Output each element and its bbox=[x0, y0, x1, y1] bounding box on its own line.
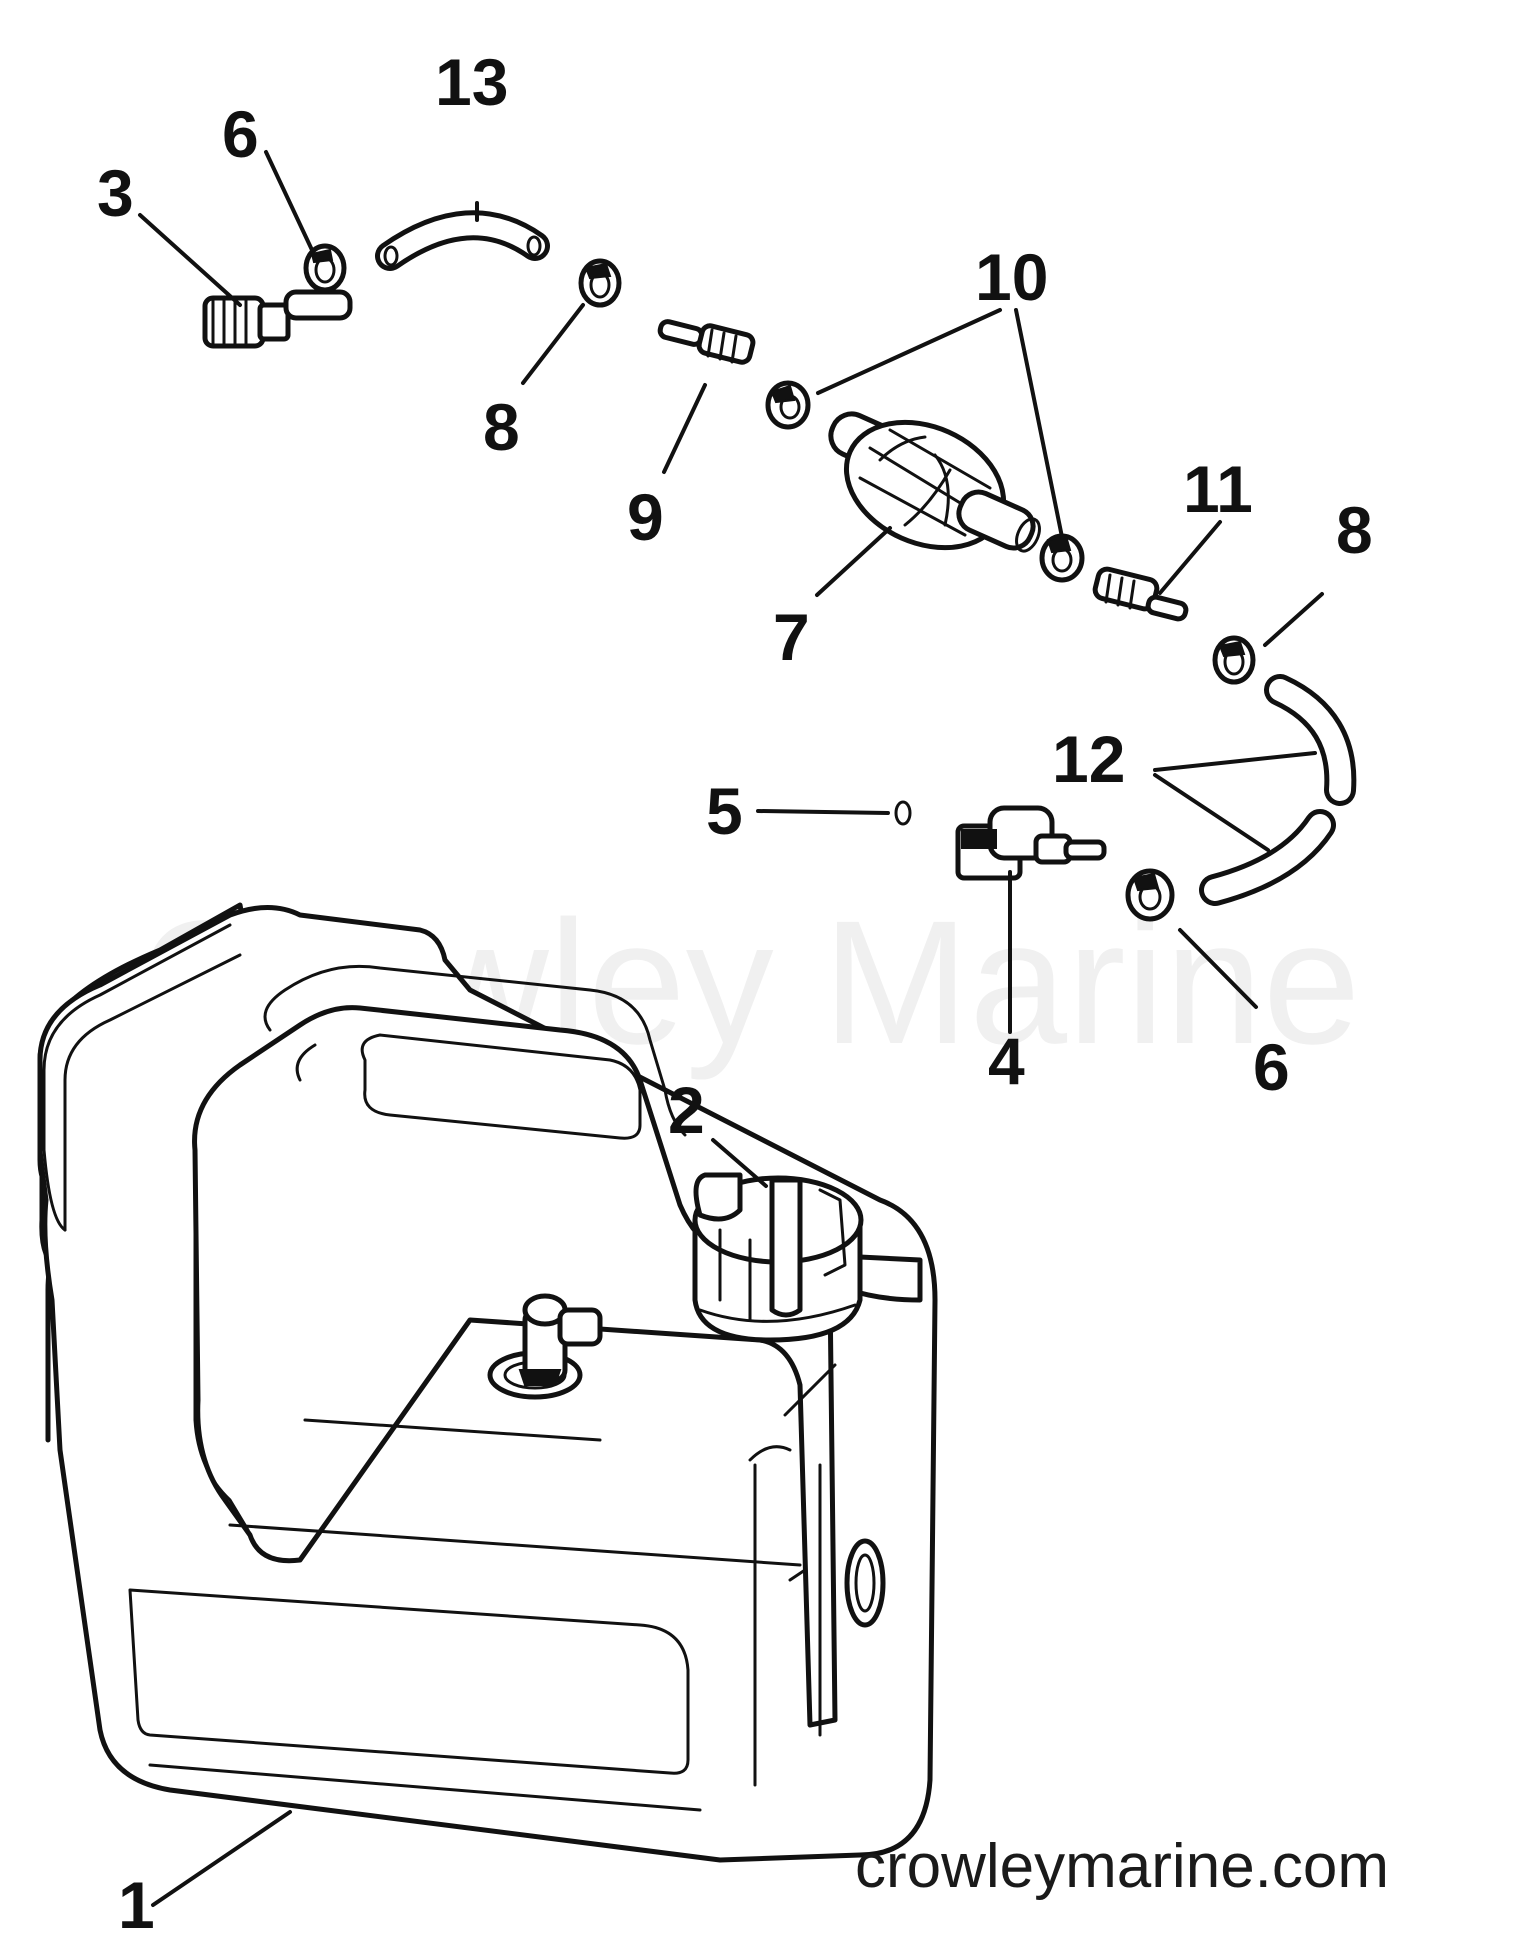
callout-2: 2 bbox=[668, 1073, 705, 1147]
part-10-clamp-b bbox=[1039, 533, 1085, 583]
part-11-connector bbox=[1092, 566, 1189, 622]
part-8-clamp-top bbox=[578, 258, 622, 308]
part-8-clamp-right bbox=[1212, 635, 1256, 685]
part-6-clamp-bottom bbox=[1125, 868, 1175, 922]
callout-13: 13 bbox=[435, 45, 508, 119]
callout-4: 4 bbox=[988, 1024, 1025, 1098]
part-7-primer-bulb bbox=[828, 411, 1041, 553]
callout-10: 10 bbox=[975, 240, 1048, 314]
part-6-clamp-top bbox=[303, 243, 347, 293]
callout-11: 11 bbox=[1183, 452, 1253, 526]
part-2-cap bbox=[692, 1172, 864, 1343]
callout-7: 7 bbox=[773, 600, 810, 674]
part-3-fitting bbox=[202, 289, 353, 349]
website-label: crowleymarine.com bbox=[855, 1832, 1389, 1901]
part-10-clamp-a bbox=[765, 380, 811, 430]
callout-8-top: 8 bbox=[483, 390, 520, 464]
part-9-connector bbox=[657, 319, 756, 365]
callout-5: 5 bbox=[706, 774, 743, 848]
part-5-o-ring bbox=[894, 800, 912, 826]
callout-3: 3 bbox=[97, 156, 134, 230]
part-13-hose bbox=[375, 210, 550, 271]
part-12-hoses bbox=[1199, 674, 1357, 906]
callout-6-bottom: 6 bbox=[1253, 1030, 1290, 1104]
callout-1: 1 bbox=[118, 1868, 155, 1938]
callout-12: 12 bbox=[1052, 722, 1125, 796]
part-4-connector bbox=[955, 805, 1107, 881]
callout-9: 9 bbox=[627, 480, 664, 554]
part-1-fuel-tank bbox=[37, 902, 938, 1863]
callout-8-right: 8 bbox=[1336, 493, 1373, 567]
leader-lines bbox=[138, 150, 1324, 1907]
callout-6-top: 6 bbox=[222, 97, 259, 171]
callouts: 13 6 3 8 9 10 7 11 8 12 5 4 6 2 1 bbox=[97, 45, 1373, 1938]
